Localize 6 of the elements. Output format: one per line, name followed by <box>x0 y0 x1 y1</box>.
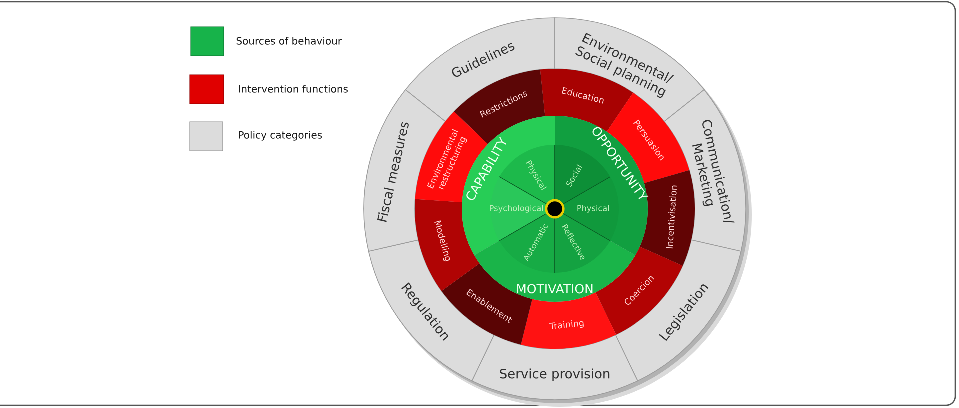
legend-label: Sources of behaviour <box>236 37 342 45</box>
ring-segment: Service provision <box>472 334 638 400</box>
legend-label: Intervention functions <box>239 85 348 93</box>
ring-segment: Training <box>521 292 616 349</box>
legend-label: Policy categories <box>239 131 322 141</box>
node-label: Service provision <box>500 368 610 382</box>
